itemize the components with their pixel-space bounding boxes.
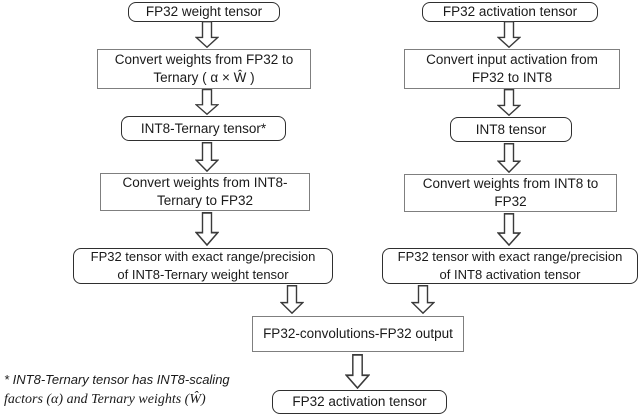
node-label: FP32 tensor with exact range/precision [90,249,316,264]
down-arrow-icon [195,21,219,48]
node-fp32-convolutions-output: FP32-convolutions-FP32 output [252,316,464,352]
down-arrow-icon [411,285,435,314]
node-int8-ternary-tensor: INT8-Ternary tensor* [121,116,286,141]
down-arrow-icon [497,21,521,48]
node-convert-int8ternary-to-fp32: Convert weights from INT8- Ternary to FP… [100,173,310,211]
node-label: INT8 tensor [475,121,547,137]
node-fp32-activation-tensor: FP32 activation tensor [422,2,598,22]
node-label: Ternary ( α × Ŵ ) [153,70,255,85]
node-label: FP32 activation tensor [292,394,427,409]
node-int8-tensor: INT8 tensor [450,117,572,142]
node-label: FP32 weight tensor [145,4,263,19]
node-fp32-activation-output: FP32 activation tensor [272,390,447,414]
down-arrow-icon [497,213,521,246]
node-label: of INT8 activation tensor [439,267,581,282]
footnote: * INT8-Ternary tensor has INT8-scaling f… [4,370,230,410]
down-arrow-icon [497,89,521,116]
footnote-line-1: * INT8-Ternary tensor has INT8-scaling [4,372,230,387]
down-arrow-icon [345,354,370,389]
down-arrow-icon [195,89,219,115]
node-label: Ternary to FP32 [156,193,254,208]
down-arrow-icon [497,143,521,173]
node-label: FP32 activation tensor [442,4,578,19]
down-arrow-icon [195,142,219,172]
node-label: FP32-convolutions-FP32 output [263,326,453,341]
node-fp32-exact-ternary-range: FP32 tensor with exact range/precision o… [73,248,333,284]
node-label: Convert input activation from [426,52,598,67]
node-convert-activation-fp32-to-int8: Convert input activation from FP32 to IN… [404,49,620,89]
node-label: Convert weights from INT8 to [422,176,599,191]
node-label: FP32 tensor with exact range/precision [397,249,623,264]
node-fp32-weight-tensor: FP32 weight tensor [128,2,280,22]
down-arrow-icon [280,285,304,314]
footnote-line-2: factors (α) and Ternary weights (Ŵ) [4,392,206,407]
node-fp32-exact-int8-activation-range: FP32 tensor with exact range/precision o… [382,248,638,284]
node-label: FP32 to INT8 [471,70,553,85]
node-label: FP32 [494,194,527,209]
node-label: of INT8-Ternary weight tensor [117,267,289,282]
node-label: INT8-Ternary tensor* [140,120,267,136]
node-label: Convert weights from FP32 to [114,52,294,67]
node-convert-int8-to-fp32: Convert weights from INT8 to FP32 [404,174,617,212]
down-arrow-icon [195,212,219,246]
node-convert-fp32-to-ternary: Convert weights from FP32 to Ternary ( α… [97,49,311,89]
node-label: Convert weights from INT8- [122,175,288,190]
